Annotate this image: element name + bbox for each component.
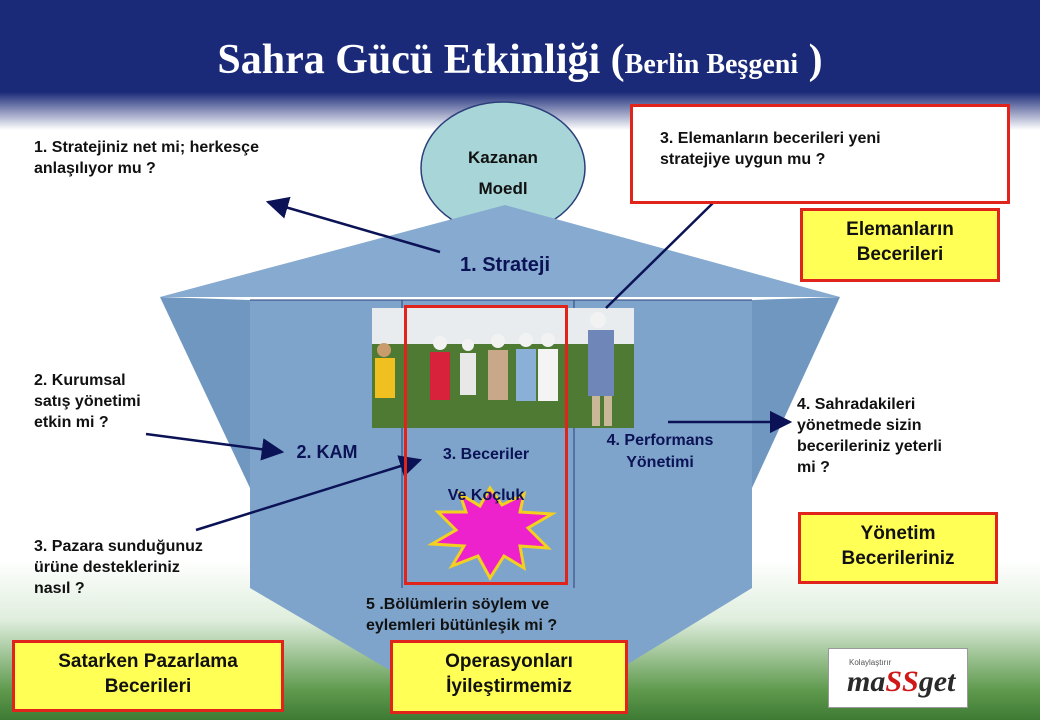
question-2-line2: satış yönetimi (34, 393, 141, 410)
logo-text-a: ma (847, 665, 886, 698)
question-2: 2. Kurumsal satış yönetimi etkin mi ? (34, 370, 141, 433)
logo-wordmark: maSSget (847, 665, 955, 699)
question-3a-line3: nasıl ? (34, 580, 85, 597)
question-5: 5 .Bölümlerin söylem ve eylemleri bütünl… (366, 594, 557, 636)
house-right-wing (752, 297, 840, 488)
slide-title: Sahra Gücü Etkinliği (Berlin Beşgeni ) (0, 34, 1040, 91)
question-4-line4: mi ? (797, 459, 830, 476)
skills-label: 3. Beceriler Ve Koçluk (410, 434, 562, 516)
question-1-line2: anlaşılıyor mu ? (34, 160, 156, 177)
starburst-shape (426, 485, 558, 581)
title-subtitle: Berlin Beşgeni (624, 49, 799, 80)
strategy-label: 1. Strateji (459, 254, 551, 276)
performance-line2: Yönetimi (626, 454, 694, 471)
logo-tagline: Kolaylaştırır (849, 658, 892, 667)
performance-label: 4. Performans Yönetimi (578, 430, 742, 474)
performance-line1: 4. Performans (606, 432, 714, 449)
operations-box: Operasyonları İyileştirmemiz (390, 640, 628, 714)
question-3a-line2: ürüne destekleriniz (34, 559, 180, 576)
arrow-strategy (265, 196, 441, 254)
question-3a-line1: 3. Pazara sunduğunuz (34, 538, 203, 555)
winning-model-label: Kazanan Moedl (440, 142, 566, 204)
logo-text-c: get (918, 665, 956, 698)
question-2-line3: etkin mi ? (34, 414, 109, 431)
logo-text-b: SS (885, 665, 919, 698)
question-4: 4. Sahradakileri yönetmede sizin beceril… (797, 394, 942, 478)
marketing-skills-box: Satarken Pazarlama Becerileri (12, 640, 284, 712)
question-1: 1. Stratejiniz net mi; herkesçe anlaşılı… (34, 137, 259, 179)
massget-logo: Kolaylaştırır maSSget (828, 648, 968, 708)
winning-model-line1: Kazanan (468, 148, 538, 167)
title-close: ) (798, 37, 823, 83)
marketing-skills-line2: Becerileri (104, 676, 192, 697)
operations-line2: İyileştirmemiz (446, 676, 572, 697)
question-3b: 3. Elemanların becerileri yeni stratejiy… (660, 128, 881, 170)
house-roof (160, 205, 840, 297)
question-3b-line2: stratejiye uygun mu ? (660, 151, 826, 168)
management-skills-box: Yönetim Becerileriniz (798, 512, 998, 584)
question-1-line1: 1. Stratejiniz net mi; herkesçe (34, 139, 259, 156)
house-left-wing (160, 297, 250, 488)
staff-skills-line1: Elemanların (846, 219, 954, 240)
management-skills-line1: Yönetim (860, 523, 936, 544)
skills-highlight-frame (404, 305, 568, 585)
question-2-line1: 2. Kurumsal (34, 372, 126, 389)
operations-line1: Operasyonları (445, 651, 573, 672)
winning-model-line2: Moedl (478, 179, 528, 198)
question-4-line1: 4. Sahradakileri (797, 396, 916, 413)
skills-line1: 3. Beceriler (442, 446, 530, 463)
arrow-kam (145, 432, 285, 461)
marketing-skills-line1: Satarken Pazarlama (58, 651, 238, 672)
arrow-staff-skills (605, 199, 717, 309)
question-3b-frame (630, 104, 1010, 204)
staff-skills-line2: Becerileri (856, 244, 944, 265)
question-4-line3: becerileriniz yeterli (797, 438, 942, 455)
question-3b-line1: 3. Elemanların becerileri yeni (660, 130, 881, 147)
question-4-line2: yönetmede sizin (797, 417, 922, 434)
field-team-photo (372, 308, 634, 428)
title-main: Sahra Gücü Etkinliği ( (217, 37, 625, 83)
staff-skills-box: Elemanların Becerileri (800, 208, 1000, 282)
kam-label: 2. KAM (296, 442, 358, 462)
skills-line2: Ve Koçluk (447, 487, 525, 504)
arrow-skills (195, 455, 423, 532)
question-3a: 3. Pazara sunduğunuz ürüne destekleriniz… (34, 536, 203, 599)
management-skills-line2: Becerileriniz (841, 548, 955, 569)
question-5-line2: eylemleri bütünleşik mi ? (366, 617, 558, 634)
question-5-line1: 5 .Bölümlerin söylem ve (366, 596, 550, 613)
